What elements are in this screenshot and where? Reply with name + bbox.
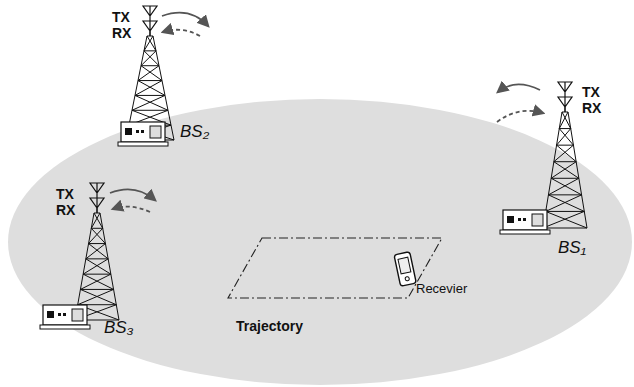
transmit-arrow (162, 13, 208, 26)
receive-arrow (497, 111, 543, 122)
receiver-phone (394, 252, 416, 287)
transmit-arrow (110, 189, 155, 200)
trajectory-label: Trajectory (236, 318, 303, 334)
equipment-case (503, 210, 547, 230)
station-name: BS₃ (104, 318, 133, 338)
equipment-led (518, 218, 521, 221)
phone-body (394, 252, 416, 287)
equipment-led (58, 313, 61, 316)
equipment-base (500, 230, 550, 234)
rx-label: RX (582, 100, 601, 116)
equipment-box (500, 210, 550, 234)
receive-arrow (113, 207, 150, 212)
transmit-arrow (498, 84, 540, 92)
equipment-case (43, 305, 87, 325)
equipment-led (63, 313, 66, 316)
equipment-base (118, 142, 168, 146)
tower-lattice (543, 107, 587, 228)
equipment-led (523, 218, 526, 221)
base-station-tower (75, 183, 119, 320)
equipment-box (118, 122, 168, 146)
rx-label: RX (56, 202, 75, 218)
equipment-panel (150, 126, 161, 138)
phone-button (405, 276, 410, 281)
base-station-tower (543, 82, 587, 228)
station-name: BS₂ (180, 122, 209, 142)
equipment-base (40, 325, 90, 329)
rx-label: RX (112, 25, 131, 41)
equipment-box (40, 305, 90, 329)
antenna-symbol (558, 82, 572, 97)
antenna-symbol (90, 183, 104, 198)
coverage-area (8, 99, 632, 385)
equipment-led (141, 130, 144, 133)
equipment-case (121, 122, 165, 142)
base-station-tower (126, 6, 174, 140)
tower-lattice (75, 208, 119, 320)
equipment-led (125, 128, 132, 135)
tx-label: TX (582, 84, 600, 100)
equipment-led (136, 130, 139, 133)
equipment-led (47, 311, 54, 318)
receiver-label: Recevier (416, 281, 467, 296)
phone-screen (398, 257, 411, 274)
tx-label: TX (112, 9, 130, 25)
equipment-led (507, 216, 514, 223)
tx-label: TX (56, 186, 74, 202)
station-name: BS₁ (558, 238, 586, 258)
equipment-panel (72, 309, 83, 321)
receive-arrow (163, 30, 200, 36)
equipment-panel (532, 214, 543, 226)
antenna-symbol (143, 6, 157, 21)
trajectory-path (228, 238, 442, 298)
